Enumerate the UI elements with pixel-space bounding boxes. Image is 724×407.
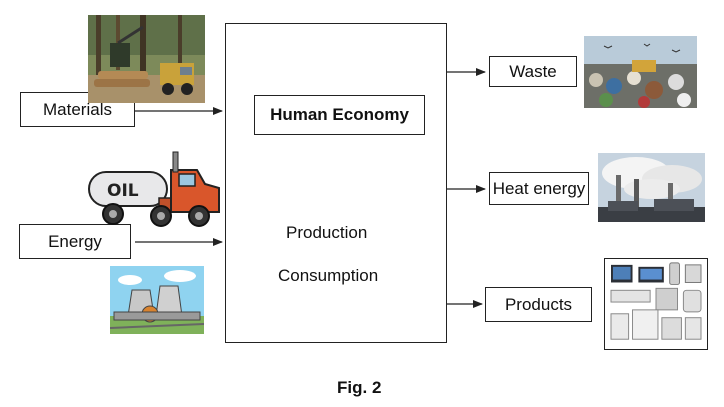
heat-energy-box: Heat energy (489, 172, 589, 205)
waste-label: Waste (509, 61, 557, 81)
oil-tanker-truck-icon: OIL (85, 148, 221, 230)
products-box: Products (485, 287, 592, 322)
logging-truck-photo-icon (88, 15, 205, 103)
waste-box: Waste (489, 56, 577, 87)
economy-container (225, 23, 447, 343)
consumption-label: Consumption (278, 266, 379, 285)
human-economy-label: Human Economy (270, 105, 409, 124)
energy-box: Energy (19, 224, 131, 259)
smokestack-factory-photo-icon (598, 153, 705, 222)
nuclear-power-plant-icon (110, 266, 204, 334)
landfill-waste-photo-icon (584, 36, 697, 108)
consumer-appliances-photo-icon (604, 258, 708, 350)
production-label: Production (286, 223, 368, 242)
oil-truck-label: OIL (107, 181, 139, 201)
materials-label: Materials (43, 99, 112, 119)
products-label: Products (504, 294, 573, 314)
human-economy-title: Human Economy (254, 95, 425, 135)
heat-energy-label: Heat energy (492, 178, 586, 198)
energy-label: Energy (48, 231, 102, 251)
figure-caption: Fig. 2 (337, 378, 382, 397)
